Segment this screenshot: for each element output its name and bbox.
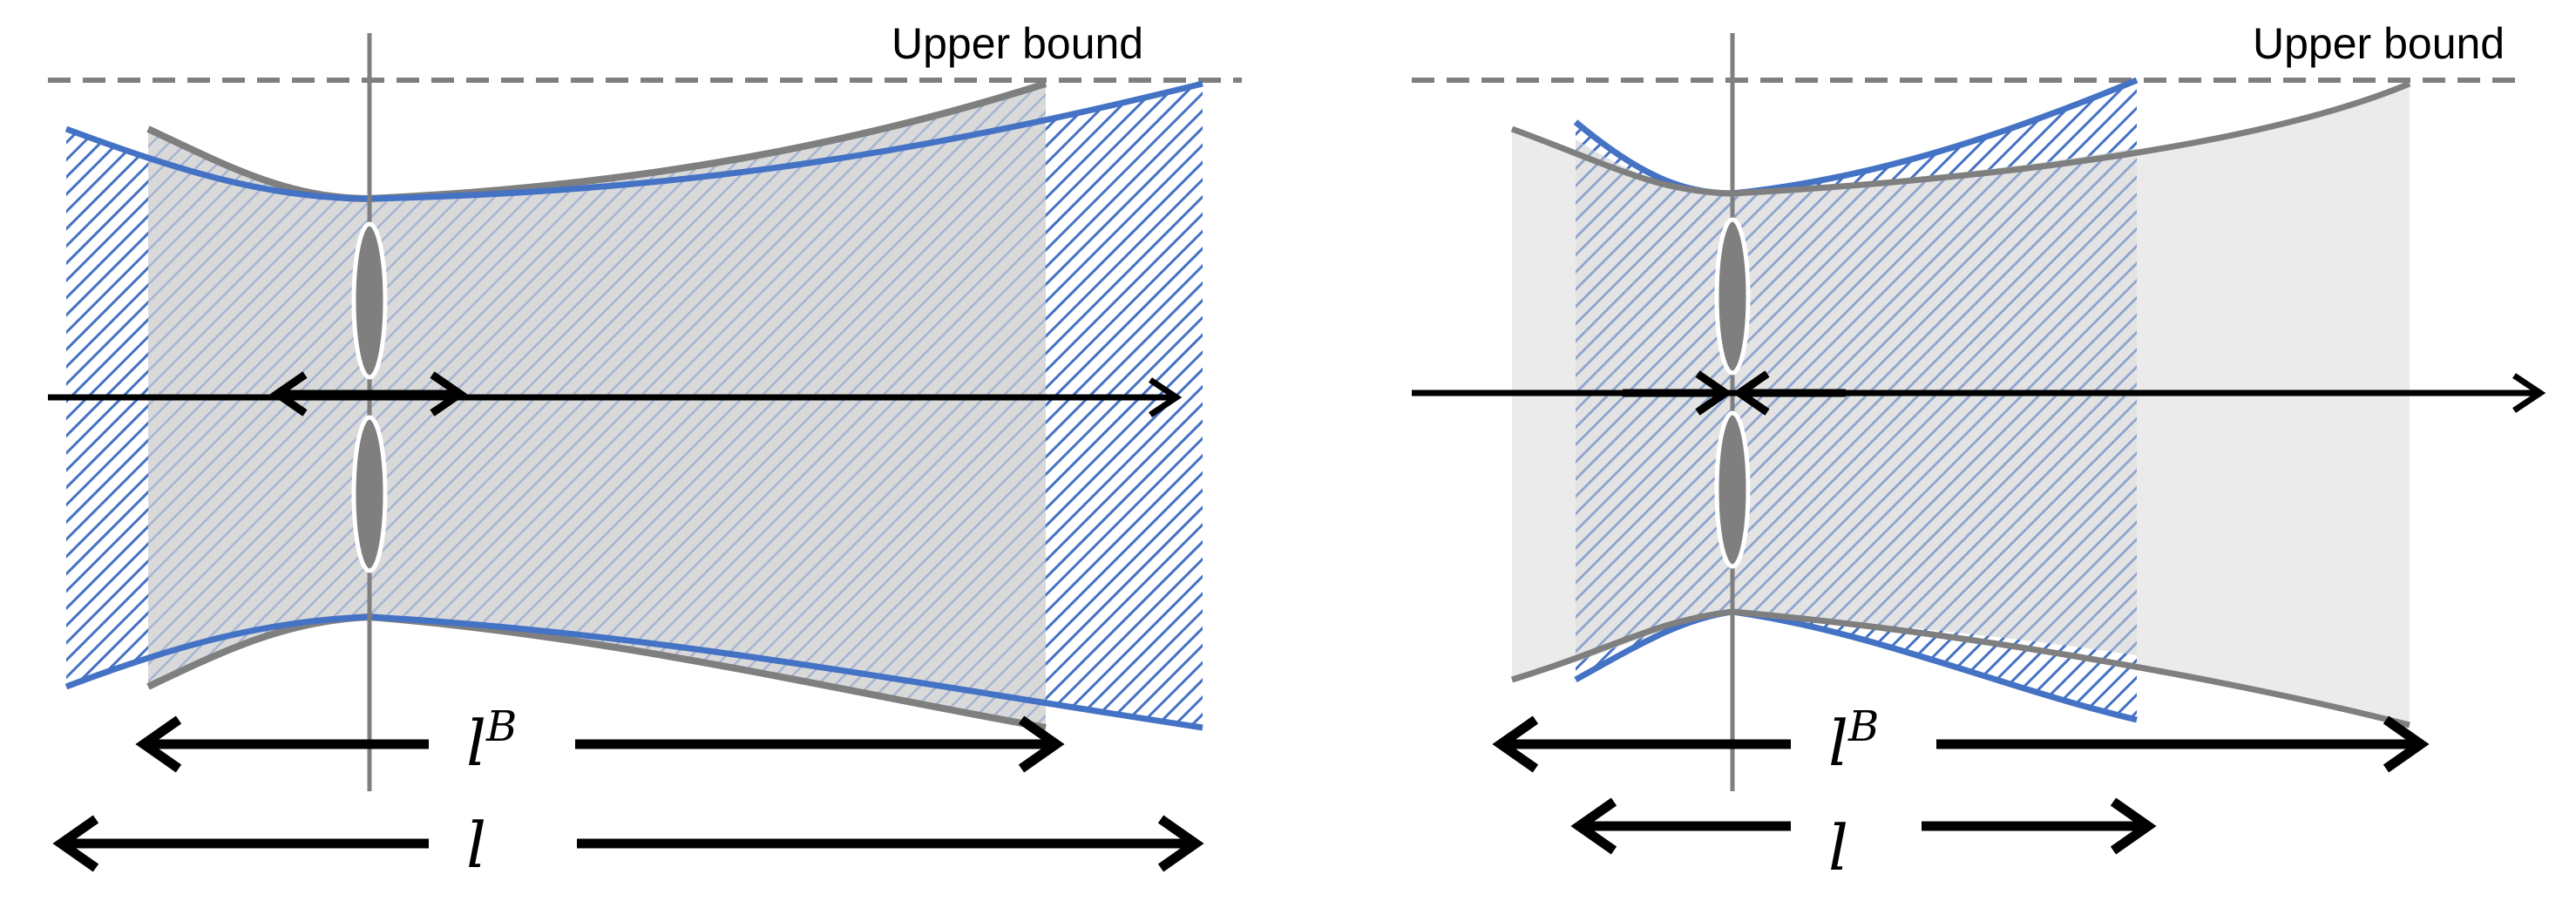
right-upper-bound-label: Upper bound [2253, 19, 2505, 68]
left-gray-lower-curve [146, 613, 1047, 731]
left-lB-arrowhead-right [1018, 715, 1065, 773]
left-lB-label-sup: B [485, 702, 517, 751]
right-lens-arrowhead-in-right [1732, 370, 1770, 416]
left-l-label: l [466, 809, 486, 882]
right-lB-arrowhead-right [2383, 715, 2430, 773]
left-lens-arrowhead-left [270, 371, 308, 417]
left-lens-upper [351, 221, 388, 380]
left-blue-lower-curve [64, 613, 1203, 731]
right-blue-upper-curve [1573, 77, 2139, 197]
right-gray-lower-curve [1510, 608, 2410, 728]
right-panel: Upper bound lB l [1412, 19, 2546, 884]
left-upper-bound-label: Upper bound [891, 19, 1143, 68]
right-lens-arrowhead-in-left [1695, 370, 1732, 416]
right-l-label: l [1828, 811, 1848, 884]
right-lB-label-base: l [1828, 707, 1848, 780]
right-lB-label-sup: B [1847, 702, 1879, 751]
left-optical-axis-arrowhead [1149, 377, 1183, 417]
left-blue-upper-curve [64, 80, 1203, 202]
left-l-arrowhead-left [52, 815, 99, 872]
left-lens-arrowhead-right [430, 371, 467, 417]
left-lB-arrowhead-left [135, 715, 182, 773]
right-gray-upper-curve [1510, 80, 2411, 197]
right-optical-axis-arrowhead [2512, 373, 2546, 413]
left-lens-lower [351, 415, 388, 573]
left-panel: Upper bound lB l [48, 19, 1242, 882]
left-l-arrowhead-right [1157, 815, 1204, 872]
right-l-arrowhead-left [1570, 797, 1617, 855]
right-lens-upper [1714, 217, 1751, 376]
left-lB-label-base: l [466, 707, 486, 780]
left-lB-label: lB [466, 702, 517, 780]
right-lens-lower [1714, 410, 1751, 569]
right-blue-lower-curve [1574, 608, 2138, 723]
right-lB-label: lB [1828, 702, 1879, 780]
right-inner-hatch-overlay [1576, 139, 2137, 662]
right-l-arrowhead-right [2110, 797, 2157, 855]
right-lB-arrowhead-left [1492, 715, 1539, 773]
left-gray-upper-curve [146, 80, 1047, 203]
